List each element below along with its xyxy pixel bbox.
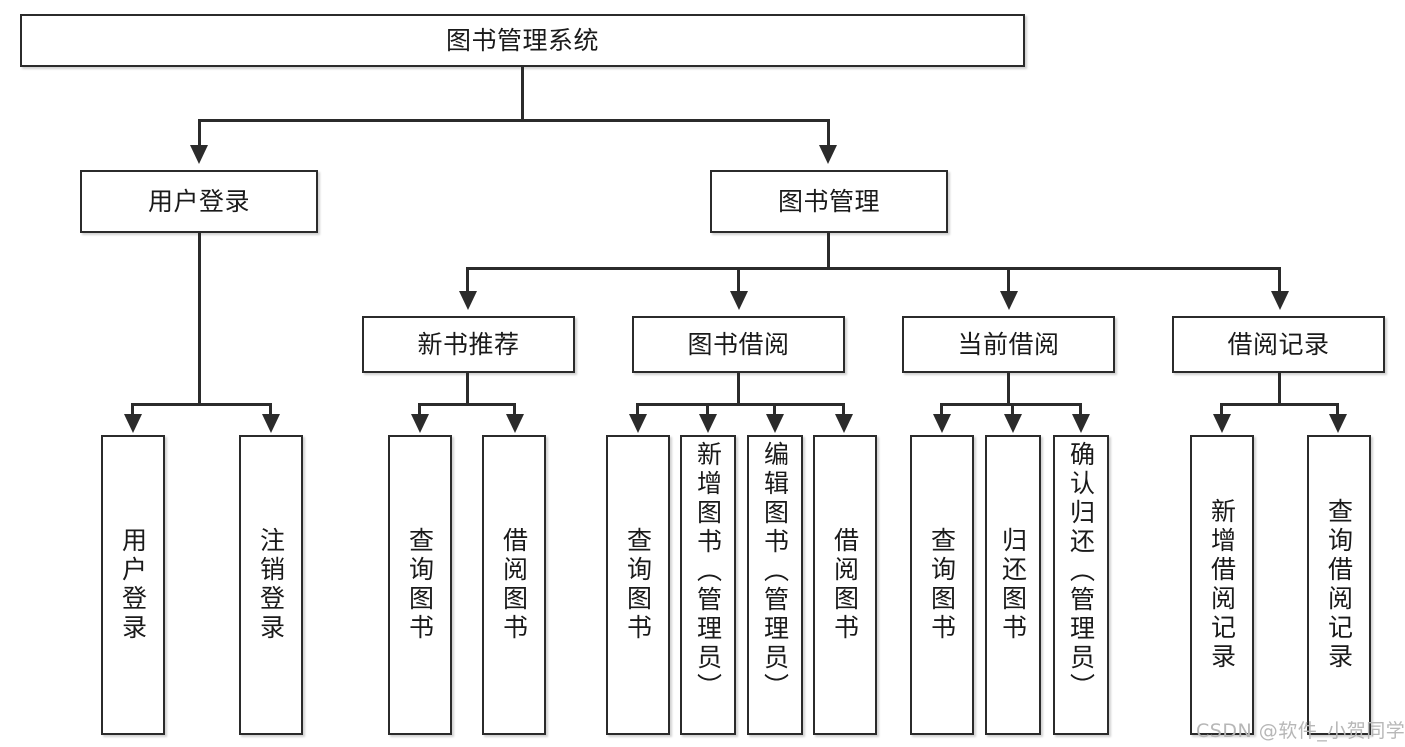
arrow-br-to-query-record bbox=[1329, 414, 1347, 433]
arrow-cb-to-return-book bbox=[1004, 414, 1022, 433]
connector-borrowing-record-bus bbox=[1220, 403, 1339, 406]
leaf-query-borrowing-record[interactable]: 查询借阅记录 bbox=[1307, 435, 1371, 735]
node-label: 新书推荐 bbox=[417, 329, 520, 359]
leaf-query-book-recommendation[interactable]: 查询图书 bbox=[388, 435, 452, 735]
node-new-book-recommendation[interactable]: 新书推荐 bbox=[362, 316, 575, 373]
connector-cb-to-confirm-return bbox=[1079, 403, 1082, 418]
node-label: 查询图书 bbox=[927, 527, 957, 643]
node-book-management-system[interactable]: 图书管理系统 bbox=[20, 14, 1025, 67]
node-label: 借阅记录 bbox=[1227, 329, 1330, 359]
connector-root-to-user-login bbox=[198, 119, 201, 147]
arrow-bm-to-borrow-record bbox=[1271, 291, 1289, 310]
node-label: 归还图书 bbox=[998, 527, 1028, 643]
connector-borrowing-record-stem bbox=[1278, 373, 1281, 405]
arrow-root-to-user-login bbox=[190, 145, 208, 164]
leaf-borrow-book-recommendation[interactable]: 借阅图书 bbox=[482, 435, 546, 735]
arrow-user-login-to-logout bbox=[262, 414, 280, 433]
connector-cb-to-query-book bbox=[940, 403, 943, 418]
leaf-add-borrowing-record[interactable]: 新增借阅记录 bbox=[1190, 435, 1254, 735]
connector-book-borrowing-bus bbox=[636, 403, 844, 406]
connector-user-login-to-login bbox=[131, 403, 134, 418]
connector-new-book-stem bbox=[466, 373, 469, 405]
node-label: 图书管理系统 bbox=[445, 25, 599, 55]
node-label: 新增借阅记录 bbox=[1207, 498, 1237, 672]
node-label: 查询图书 bbox=[623, 527, 653, 643]
arrow-root-to-book-management bbox=[819, 145, 837, 164]
connector-cb-to-return-book bbox=[1011, 403, 1014, 418]
leaf-query-book-borrowing[interactable]: 查询图书 bbox=[606, 435, 670, 735]
connector-bb-to-add-book bbox=[706, 403, 709, 418]
node-book-management[interactable]: 图书管理 bbox=[710, 170, 948, 233]
leaf-logout[interactable]: 注销登录 bbox=[239, 435, 303, 735]
connector-root-bus bbox=[198, 119, 830, 122]
connector-book-management-bus bbox=[466, 267, 1281, 270]
arrow-cb-to-confirm-return bbox=[1072, 414, 1090, 433]
connector-user-login-stem bbox=[198, 233, 201, 405]
leaf-user-login[interactable]: 用户登录 bbox=[101, 435, 165, 735]
arrow-bm-to-current-borrow bbox=[1000, 291, 1018, 310]
arrow-bm-to-borrow bbox=[730, 291, 748, 310]
arrow-cb-to-query-book bbox=[933, 414, 951, 433]
connector-bm-to-current-borrow bbox=[1007, 267, 1010, 293]
connector-bb-to-edit-book bbox=[773, 403, 776, 418]
node-label: 用户登录 bbox=[118, 527, 148, 643]
connector-br-to-add-record bbox=[1220, 403, 1223, 418]
connector-user-login-to-logout bbox=[269, 403, 272, 418]
connector-bm-to-borrow bbox=[737, 267, 740, 293]
node-label: 借阅图书 bbox=[499, 527, 529, 643]
connector-user-login-bus bbox=[131, 403, 270, 406]
csdn-watermark: CSDN @软件_小贺同学 bbox=[1196, 720, 1405, 742]
node-label: 查询借阅记录 bbox=[1324, 498, 1354, 672]
node-label: 当前借阅 bbox=[957, 329, 1060, 359]
node-label: 查询图书 bbox=[405, 527, 435, 643]
connector-nb-to-borrow-book bbox=[513, 403, 516, 418]
arrow-nb-to-borrow-book bbox=[506, 414, 524, 433]
arrow-br-to-add-record bbox=[1213, 414, 1231, 433]
arrow-bb-to-add-book bbox=[699, 414, 717, 433]
node-label: 注销登录 bbox=[256, 527, 286, 643]
node-label: 新增图书（管理员） bbox=[693, 441, 723, 702]
leaf-borrow-book[interactable]: 借阅图书 bbox=[813, 435, 877, 735]
node-label: 借阅图书 bbox=[830, 527, 860, 643]
node-current-borrowing[interactable]: 当前借阅 bbox=[902, 316, 1115, 373]
node-label: 图书管理 bbox=[777, 186, 880, 216]
connector-bm-to-new-book bbox=[466, 267, 469, 293]
connector-bm-to-borrow-record bbox=[1278, 267, 1281, 293]
connector-br-to-query-record bbox=[1336, 403, 1339, 418]
leaf-return-book[interactable]: 归还图书 bbox=[985, 435, 1041, 735]
arrow-bb-to-borrow-book bbox=[835, 414, 853, 433]
arrow-bb-to-query-book bbox=[629, 414, 647, 433]
arrow-bm-to-new-book bbox=[459, 291, 477, 310]
node-book-borrowing[interactable]: 图书借阅 bbox=[632, 316, 845, 373]
node-label: 用户登录 bbox=[147, 186, 250, 216]
connector-bb-to-borrow-book bbox=[842, 403, 845, 418]
node-borrowing-record[interactable]: 借阅记录 bbox=[1172, 316, 1385, 373]
connector-book-borrowing-stem bbox=[737, 373, 740, 405]
connector-nb-to-query-book bbox=[418, 403, 421, 418]
connector-book-management-stem bbox=[827, 233, 830, 269]
leaf-add-book-admin[interactable]: 新增图书（管理员） bbox=[680, 435, 736, 735]
leaf-query-book-current[interactable]: 查询图书 bbox=[910, 435, 974, 735]
arrow-user-login-to-login bbox=[124, 414, 142, 433]
node-label: 图书借阅 bbox=[687, 329, 790, 359]
connector-current-borrowing-stem bbox=[1007, 373, 1010, 405]
arrow-bb-to-edit-book bbox=[766, 414, 784, 433]
connector-root-stem bbox=[521, 67, 524, 121]
leaf-confirm-return-admin[interactable]: 确认归还（管理员） bbox=[1053, 435, 1109, 735]
arrow-nb-to-query-book bbox=[411, 414, 429, 433]
node-user-login[interactable]: 用户登录 bbox=[80, 170, 318, 233]
connector-new-book-bus bbox=[418, 403, 516, 406]
node-label: 确认归还（管理员） bbox=[1066, 441, 1096, 702]
connector-bb-to-query-book bbox=[636, 403, 639, 418]
node-label: 编辑图书（管理员） bbox=[760, 441, 790, 702]
leaf-edit-book-admin[interactable]: 编辑图书（管理员） bbox=[747, 435, 803, 735]
connector-root-to-book-management bbox=[827, 119, 830, 147]
